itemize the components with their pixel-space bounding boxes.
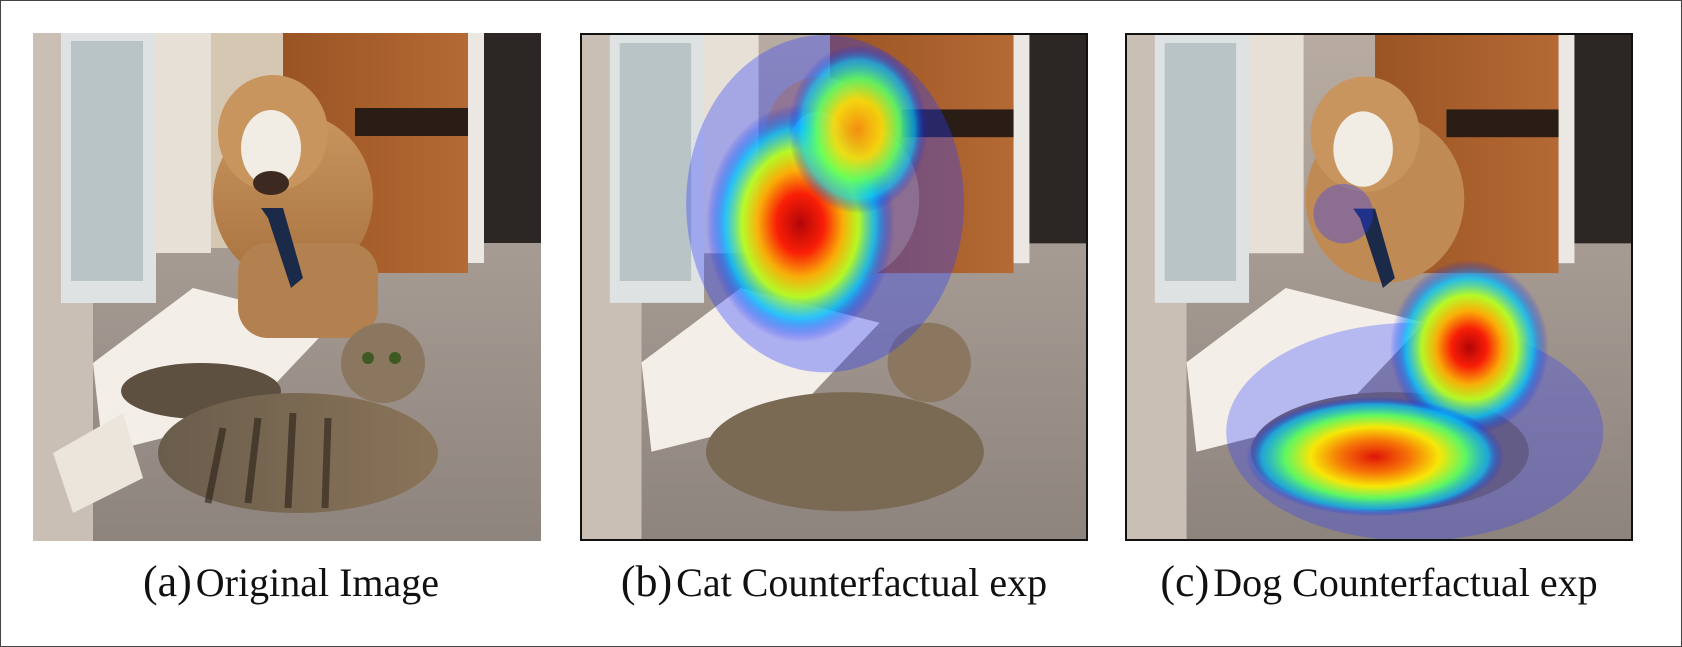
dog-counterfactual-panel — [1125, 33, 1633, 541]
caption-b: (b) Cat Counterfactual exp — [569, 556, 1099, 616]
heatmap-overlay — [1226, 183, 1604, 539]
photo-dog-counterfactual — [1127, 35, 1631, 539]
caption-c: (c) Dog Counterfactual exp — [1109, 556, 1649, 616]
cat-counterfactual-panel — [580, 33, 1088, 541]
caption-c-tag: (c) — [1160, 557, 1210, 606]
caption-a-text: Original Image — [195, 560, 440, 605]
photo-original — [33, 33, 541, 541]
caption-b-text: Cat Counterfactual exp — [676, 560, 1048, 605]
caption-c-text: Dog Counterfactual exp — [1213, 560, 1598, 605]
caption-a-tag: (a) — [142, 557, 192, 606]
caption-b-tag: (b) — [620, 557, 673, 606]
heatmap-overlay — [686, 35, 964, 373]
photo-cat-counterfactual — [582, 35, 1086, 539]
caption-a: (a) Original Image — [101, 556, 481, 616]
original-image-panel — [33, 33, 541, 541]
